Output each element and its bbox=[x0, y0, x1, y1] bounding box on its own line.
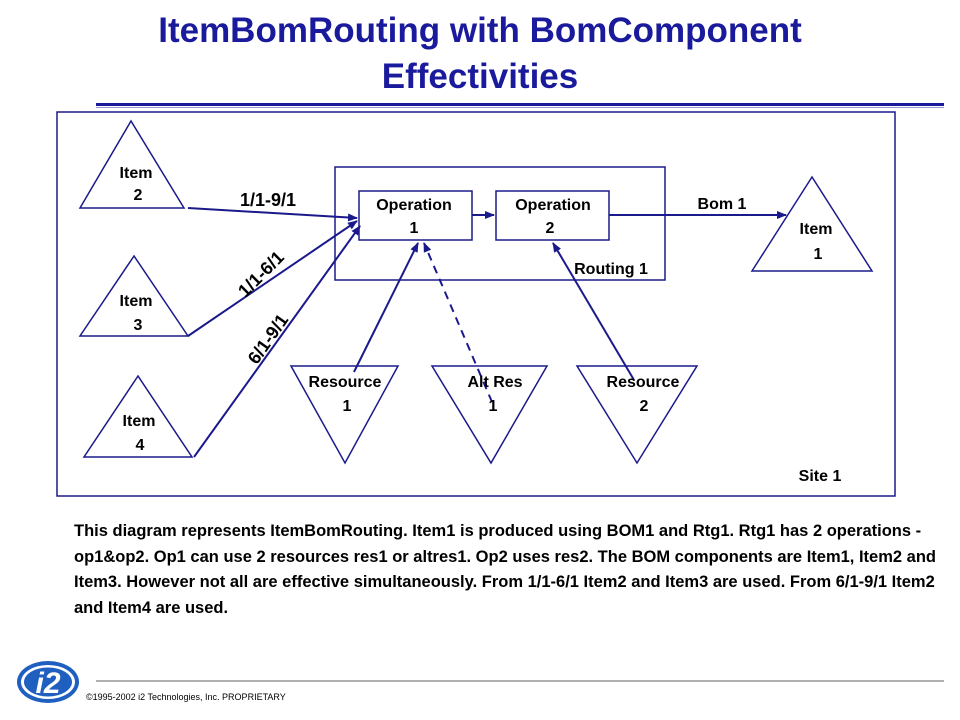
site-boundary bbox=[56, 111, 896, 497]
item-2-node[interactable] bbox=[78, 119, 186, 209]
resource-1-label-line1: Resource bbox=[309, 374, 382, 391]
routing-label: Routing 1 bbox=[574, 261, 648, 278]
alt-res-1-node[interactable] bbox=[430, 365, 549, 465]
logo-text: i2 bbox=[35, 667, 60, 700]
footer-divider bbox=[96, 680, 944, 682]
diagram-description: This diagram represents ItemBomRouting. … bbox=[74, 522, 936, 617]
item-2-label-line1: Item bbox=[120, 165, 153, 182]
title-line-1: ItemBomRouting with BomComponent bbox=[158, 11, 802, 50]
operation-1-box[interactable] bbox=[358, 190, 473, 241]
alt-res-1-label-line2: 1 bbox=[489, 398, 498, 415]
title-divider-shadow bbox=[96, 107, 944, 108]
item-4-label-line2: 4 bbox=[136, 437, 145, 454]
resource-1-node[interactable] bbox=[289, 365, 400, 465]
operation-2-label-line1: Operation bbox=[515, 197, 591, 214]
edge-altres1-to-op1 bbox=[423, 242, 493, 403]
routing-boundary bbox=[334, 166, 666, 281]
edge-item3-to-op1 bbox=[187, 220, 358, 337]
edge-res1-to-op1 bbox=[353, 242, 419, 373]
i2-logo-icon: i2 bbox=[17, 661, 79, 703]
effectivity-item2-label: 1/1-9/1 bbox=[240, 190, 296, 210]
edge-item4-to-op1 bbox=[193, 225, 361, 458]
edge-item2-to-op1 bbox=[187, 207, 358, 222]
bom-label: Bom 1 bbox=[698, 196, 747, 213]
operation-1-label-line1: Operation bbox=[376, 197, 452, 214]
item-2-label-line2: 2 bbox=[134, 187, 143, 204]
item-3-label-line1: Item bbox=[120, 293, 153, 310]
site-label: Site 1 bbox=[799, 468, 842, 485]
resource-2-node[interactable] bbox=[575, 365, 699, 465]
item-3-label-line2: 3 bbox=[134, 317, 143, 334]
title-divider bbox=[96, 103, 944, 106]
resource-2-label-line1: Resource bbox=[607, 374, 680, 391]
resource-2-label-line2: 2 bbox=[640, 398, 649, 415]
effectivity-item4-label: 6/1-9/1 bbox=[244, 310, 293, 367]
operation-2-box[interactable] bbox=[495, 190, 610, 241]
item-3-node[interactable] bbox=[78, 254, 190, 337]
item-4-node[interactable] bbox=[82, 374, 194, 458]
resource-1-label-line2: 1 bbox=[343, 398, 352, 415]
operation-2-label-line2: 2 bbox=[546, 220, 555, 237]
title-line-2: Effectivities bbox=[381, 57, 579, 96]
edge-res2-to-op2 bbox=[552, 242, 635, 381]
page-title: ItemBomRouting with BomComponent Effecti… bbox=[0, 8, 960, 100]
item-4-label-line1: Item bbox=[123, 413, 156, 430]
item-1-node[interactable] bbox=[750, 175, 874, 272]
alt-res-1-label-line1: Alt Res bbox=[467, 374, 522, 391]
item-1-label-line1: Item bbox=[800, 221, 833, 238]
operation-1-label-line2: 1 bbox=[410, 220, 419, 237]
item-1-label-line2: 1 bbox=[814, 246, 823, 263]
copyright-footer: ©1995-2002 i2 Technologies, Inc. PROPRIE… bbox=[86, 692, 286, 702]
